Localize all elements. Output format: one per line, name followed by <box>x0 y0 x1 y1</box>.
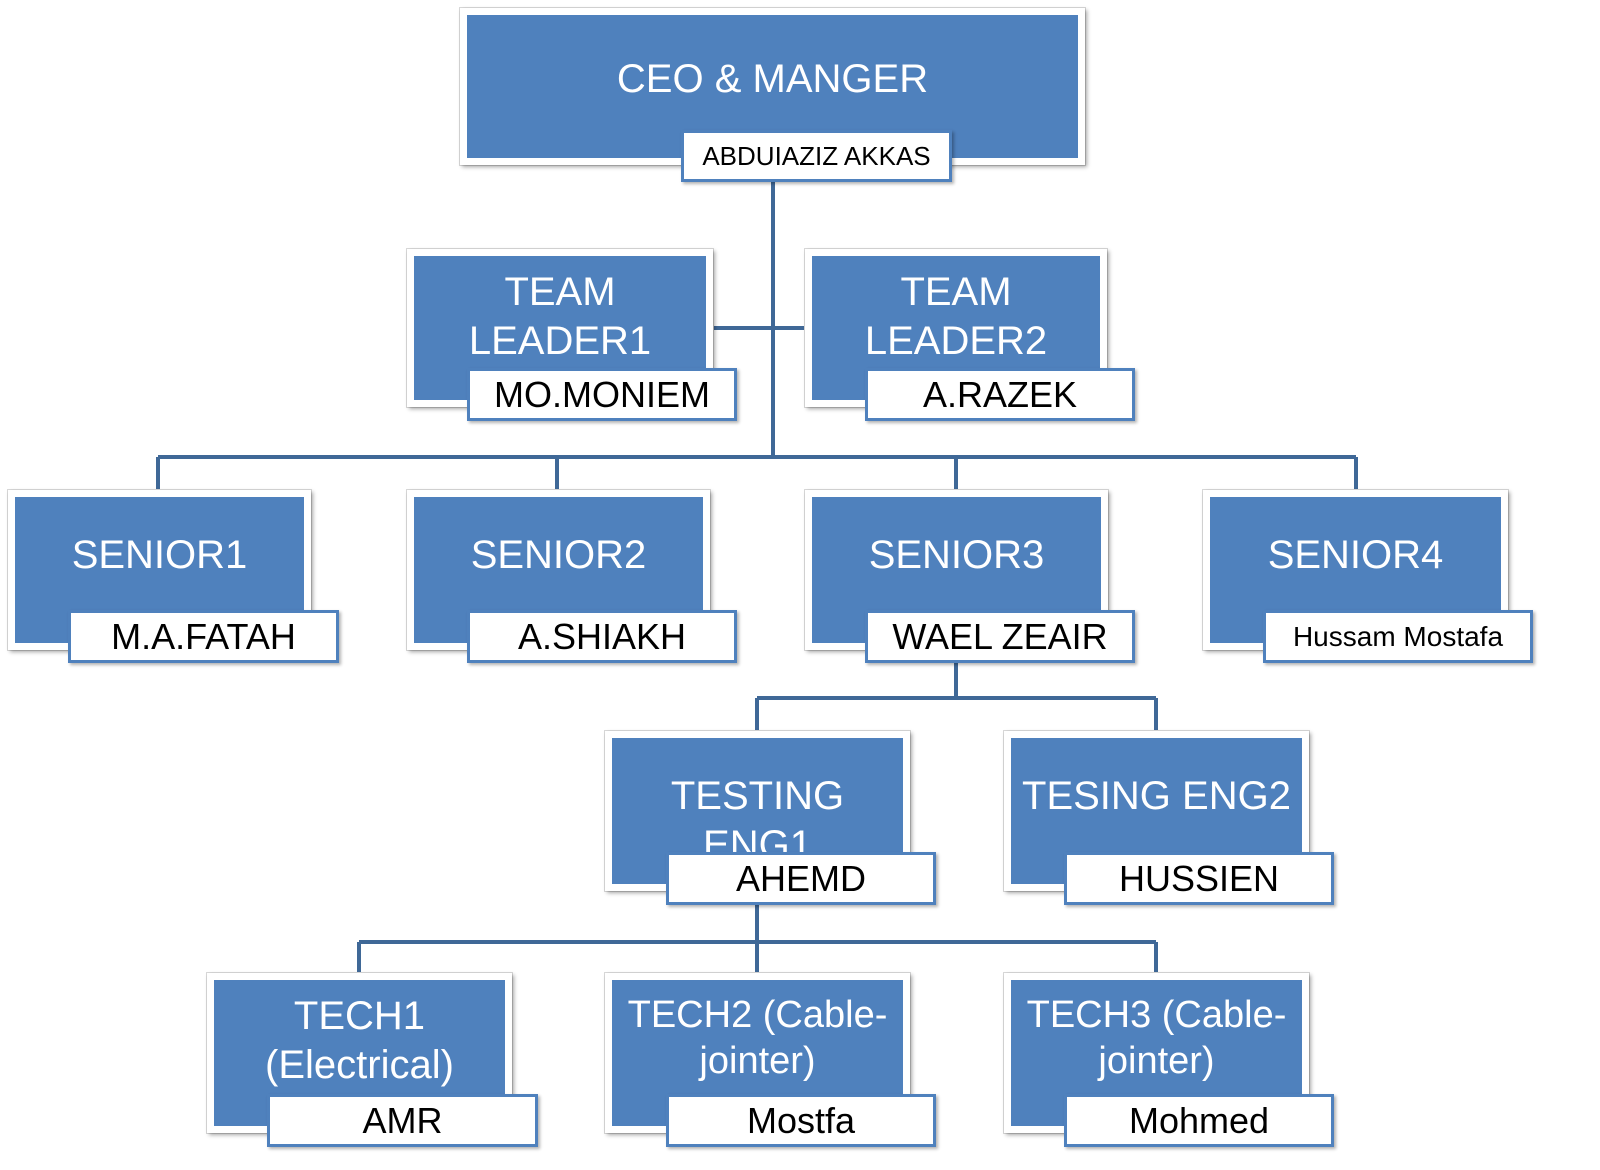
role-tech3-label: TECH3 (Cable-jointer) <box>1026 994 1287 1083</box>
name-senior2-label: A.SHIAKH <box>517 615 687 657</box>
name-tech1-label: AMR <box>362 1099 443 1141</box>
role-tech1-label: TECH1 (Electrical) <box>265 994 454 1087</box>
name-team-leader1-label: MO.MONIEM <box>494 373 710 415</box>
name-testing-eng1-label: AHEMD <box>735 857 866 899</box>
name-senior3: WAEL ZEAIR <box>865 610 1135 663</box>
name-tech3-label: Mohmed <box>1128 1099 1270 1141</box>
name-testing-eng2: HUSSIEN <box>1064 852 1334 905</box>
role-ceo-label: CEO & MANGER <box>616 57 929 101</box>
name-tech3: Mohmed <box>1064 1094 1334 1147</box>
name-testing-eng1: AHEMD <box>666 852 936 905</box>
name-ceo-label: ABDUIAZIZ AKKAS <box>702 140 931 171</box>
role-testing-eng2-label: TESING ENG2 <box>1022 774 1291 818</box>
name-testing-eng2-label: HUSSIEN <box>1118 857 1280 899</box>
role-tech2-label: TECH2 (Cable-jointer) <box>627 994 888 1083</box>
role-senior3-label: SENIOR3 <box>868 533 1045 577</box>
name-senior3-label: WAEL ZEAIR <box>892 615 1108 657</box>
name-ceo: ABDUIAZIZ AKKAS <box>681 130 952 182</box>
name-tech2-label: Mostfa <box>746 1099 856 1141</box>
name-senior2: A.SHIAKH <box>467 610 737 663</box>
role-senior2-label: SENIOR2 <box>470 533 647 577</box>
name-team-leader2: A.RAZEK <box>865 368 1135 421</box>
role-team-leader1-label: TEAM LEADER1 <box>468 270 652 363</box>
name-senior1-label: M.A.FATAH <box>111 615 296 657</box>
name-senior4: Hussam Mostafa <box>1263 610 1533 663</box>
name-tech2: Mostfa <box>666 1094 936 1147</box>
name-team-leader2-label: A.RAZEK <box>922 373 1078 415</box>
role-senior1-label: SENIOR1 <box>71 533 248 577</box>
role-senior4-label: SENIOR4 <box>1267 533 1444 577</box>
name-team-leader1: MO.MONIEM <box>467 368 737 421</box>
name-tech1: AMR <box>267 1094 538 1147</box>
name-senior4-label: Hussam Mostafa <box>1292 620 1504 652</box>
name-senior1: M.A.FATAH <box>68 610 339 663</box>
role-team-leader2-label: TEAM LEADER2 <box>864 270 1048 363</box>
